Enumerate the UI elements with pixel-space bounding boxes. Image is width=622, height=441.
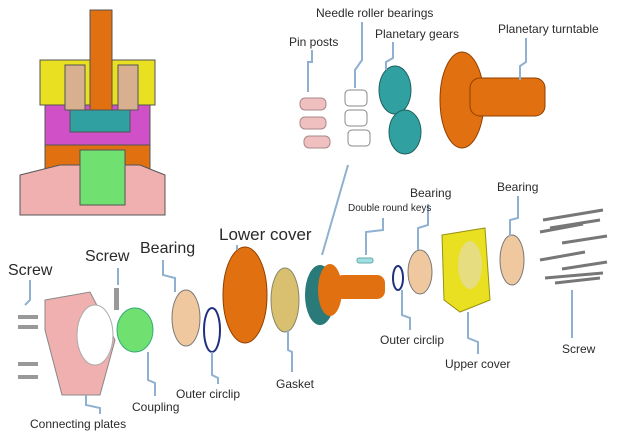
outer-circlip-left [203, 307, 221, 353]
assembled-cutaway [19, 9, 166, 216]
planetary-gears [378, 65, 422, 155]
screw-mid [114, 288, 119, 310]
label-gasket: Gasket [276, 377, 315, 391]
needle-roller-bearings [344, 89, 371, 147]
label-bearing-right: Bearing [497, 180, 539, 194]
label-double-round-keys: Double round keys [348, 203, 432, 214]
pin-posts [299, 97, 331, 149]
leader-lines [24, 22, 573, 414]
screws-right [539, 208, 608, 285]
label-lower-cover: Lower cover [219, 225, 312, 244]
label-coupling: Coupling [132, 400, 180, 414]
label-outer-circlip-left: Outer circlip [176, 387, 241, 401]
planetary-turntable [439, 51, 546, 149]
label-planetary-turntable: Planetary turntable [498, 22, 599, 36]
bearing-left [171, 289, 201, 347]
label-bearing-mid: Bearing [410, 186, 452, 200]
label-bearing-left: Bearing [140, 240, 196, 257]
label-needle-roller-bearings: Needle roller bearings [316, 6, 434, 20]
bearing-mid [407, 249, 433, 295]
label-planetary-gears: Planetary gears [375, 27, 460, 41]
label-screw-mid: Screw [85, 248, 130, 265]
label-connecting-plates: Connecting plates [30, 417, 127, 431]
output-shaft [305, 264, 385, 325]
label-outer-circlip-right: Outer circlip [380, 333, 445, 347]
label-pin-posts: Pin posts [289, 35, 339, 49]
gasket [270, 267, 300, 333]
label-screw-left: Screw [8, 262, 53, 279]
screws-left [18, 315, 38, 379]
label-upper-cover: Upper cover [445, 357, 511, 371]
coupling [116, 307, 154, 353]
bearing-right [499, 234, 525, 286]
label-screw-right: Screw [562, 342, 596, 356]
lower-cover [222, 246, 268, 344]
double-round-keys [356, 257, 374, 264]
outer-circlip-right [392, 265, 404, 291]
